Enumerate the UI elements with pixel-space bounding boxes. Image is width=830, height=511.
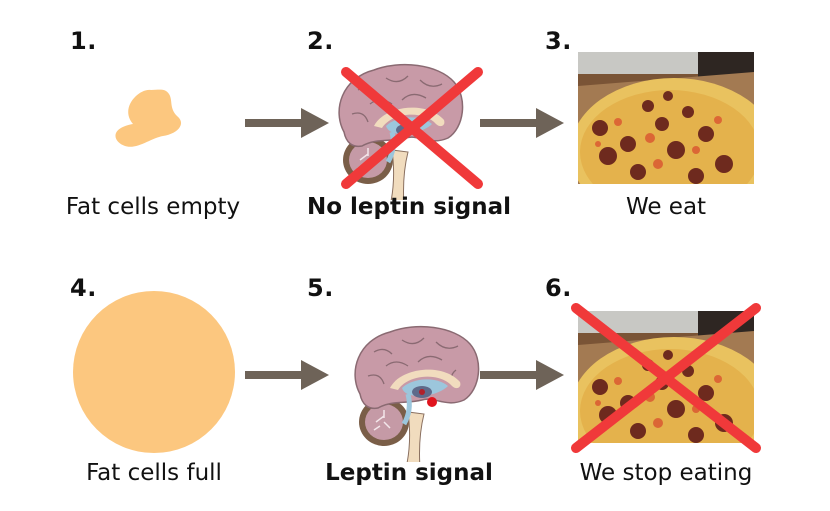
step-5-caption: Leptin signal: [325, 460, 493, 486]
step-6-caption: We stop eating: [579, 460, 753, 486]
step-6-number: 6.: [545, 274, 572, 302]
step-3-number: 3.: [545, 27, 572, 55]
step-4-number: 4.: [70, 274, 97, 302]
cross-icon: [341, 67, 483, 189]
step-4-caption: Fat cells full: [86, 460, 222, 486]
step-3-caption: We eat: [625, 194, 707, 220]
step-2-number: 2.: [307, 27, 334, 55]
pizza-photo: [578, 52, 754, 184]
cross-icon: [571, 303, 761, 453]
step-2-caption: No leptin signal: [306, 194, 512, 220]
arrow-icon: [245, 108, 329, 138]
step-1-number: 1.: [70, 27, 97, 55]
arrow-icon: [245, 360, 329, 390]
arrow-icon: [480, 360, 564, 390]
leptin-signal-dot: [427, 397, 437, 407]
step-1-caption: Fat cells empty: [65, 194, 241, 220]
small-fat-cell-icon: [115, 89, 182, 147]
arrow-icon: [480, 108, 564, 138]
large-fat-cell-icon: [73, 291, 235, 453]
brain-icon: [346, 322, 496, 462]
step-5-number: 5.: [307, 274, 334, 302]
